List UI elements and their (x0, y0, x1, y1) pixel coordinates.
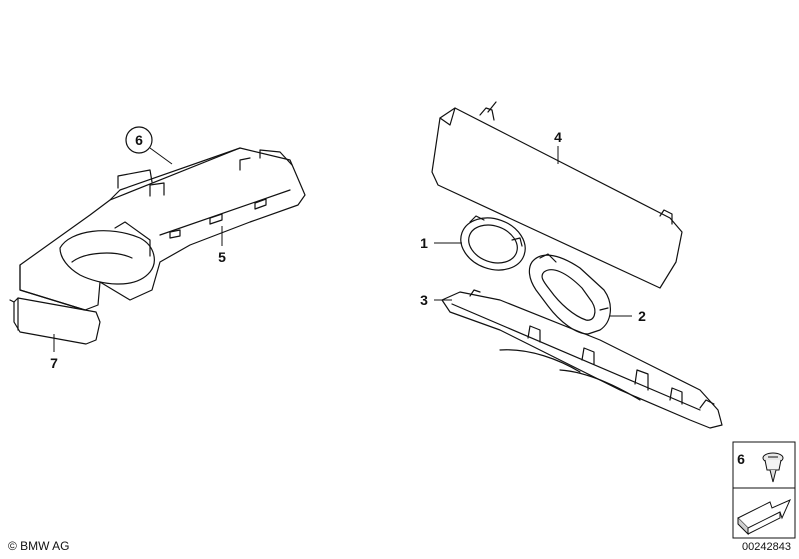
callout-part7: 7 (50, 355, 58, 371)
arrow-sign-icon (737, 499, 791, 536)
copyright-label: © BMW AG (8, 539, 70, 553)
round-vent-ring-part (460, 215, 526, 271)
document-number: 00242843 (742, 541, 791, 553)
callout-part3: 3 (420, 292, 428, 308)
screw-icon (762, 452, 784, 483)
callout-part1: 1 (420, 235, 428, 251)
callouts: 6 5 7 4 1 2 3 (50, 126, 646, 371)
callout-part6-box: 6 (737, 451, 745, 467)
leader-part6 (149, 147, 173, 165)
part6-circle (125, 126, 153, 154)
callout-part5: 5 (218, 249, 226, 265)
cupholder-trim-part (19, 147, 306, 311)
callout-part2: 2 (638, 308, 646, 324)
glovebox-lid-part (431, 101, 683, 289)
callout-part4: 4 (554, 129, 562, 145)
trim-strip-part (441, 289, 723, 429)
leader-lines (53, 146, 632, 352)
oval-vent-bezel-part (528, 253, 611, 335)
small-parts-box: 6 (732, 441, 796, 539)
callout-part6: 6 (135, 132, 143, 148)
small-cover-part (9, 297, 101, 345)
